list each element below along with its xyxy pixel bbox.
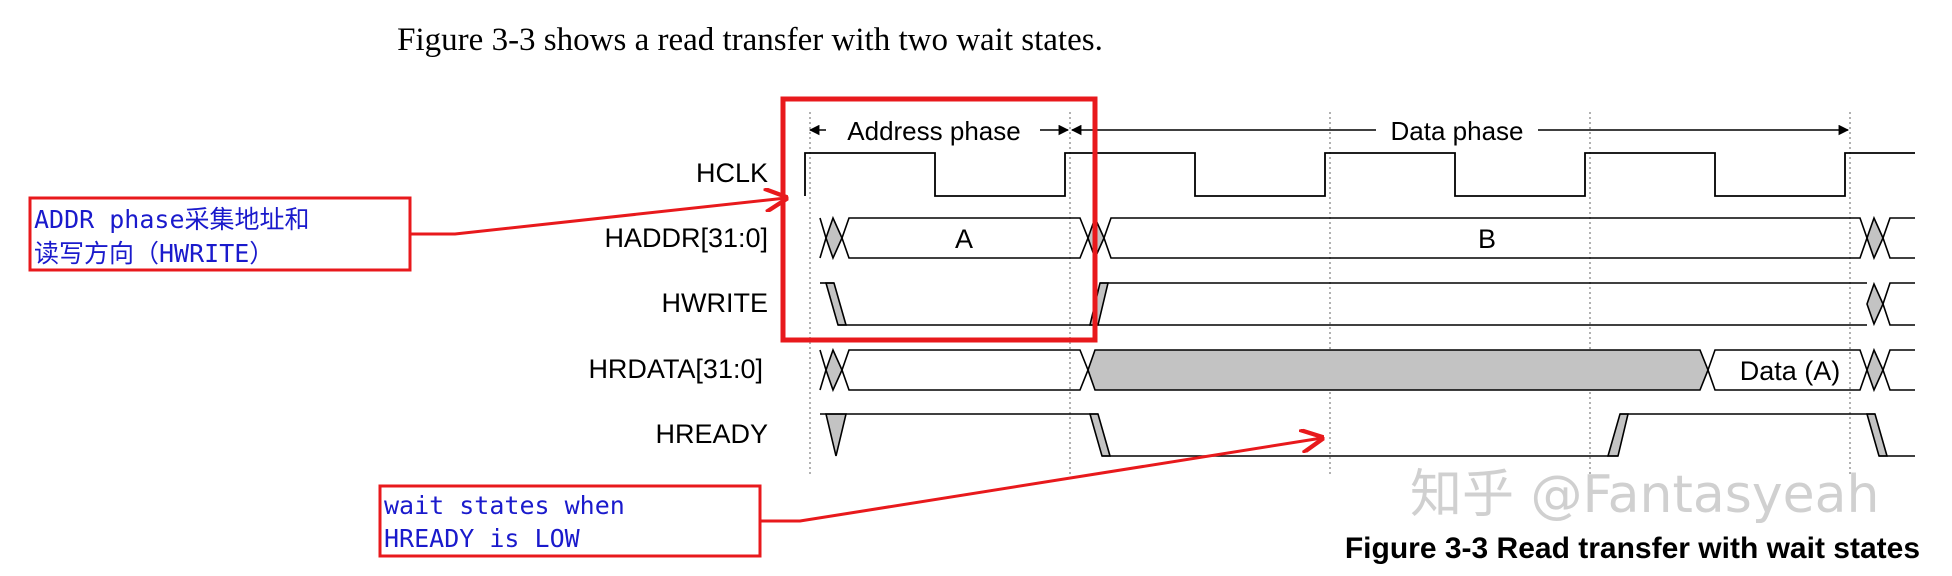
data-phase-label: Data phase	[1391, 116, 1524, 146]
haddr-waveform	[819, 215, 1915, 261]
haddr-value-b: B	[1478, 224, 1496, 254]
address-phase-marker: Address phase	[808, 114, 1070, 146]
figure-caption: Figure 3-3 Read transfer with wait state…	[1345, 532, 1920, 565]
address-phase-label: Address phase	[847, 116, 1020, 146]
hready-waveform	[820, 413, 1915, 457]
signal-label-hrdata: HRDATA[31:0]	[588, 354, 763, 384]
clock-edge-guides	[809, 112, 1851, 475]
hclk-waveform	[804, 152, 1915, 197]
haddr-value-a: A	[955, 224, 973, 254]
wait-annotation-arrow	[760, 438, 1322, 523]
signal-label-hready: HREADY	[655, 419, 768, 449]
addr-annotation-arrow	[410, 198, 786, 236]
signal-labels: HCLK HADDR[31:0] HWRITE HRDATA[31:0] HRE…	[588, 158, 768, 449]
signal-label-haddr: HADDR[31:0]	[604, 223, 768, 253]
addr-annotation: ADDR phase采集地址和 读写方向（HWRITE）	[28, 198, 786, 272]
addr-annotation-line1: ADDR phase采集地址和	[34, 205, 310, 234]
hwrite-waveform	[820, 281, 1915, 327]
intro-text: Figure 3-3 shows a read transfer with tw…	[397, 22, 1103, 58]
wait-annotation: wait states when HREADY is LOW	[378, 438, 1322, 558]
hrdata-waveform	[819, 347, 1915, 393]
watermark: 知乎 @Fantasyeah	[1410, 465, 1879, 525]
address-phase-highlight-box	[780, 96, 1098, 343]
wait-annotation-line1: wait states when	[384, 491, 625, 520]
addr-annotation-line2: 读写方向（HWRITE）	[34, 239, 274, 268]
signal-label-hwrite: HWRITE	[662, 288, 768, 318]
wait-annotation-line2: HREADY is LOW	[384, 524, 581, 553]
signal-label-hclk: HCLK	[696, 158, 768, 188]
hrdata-value-data-a: Data (A)	[1740, 356, 1841, 386]
data-phase-marker: Data phase	[1070, 114, 1850, 146]
